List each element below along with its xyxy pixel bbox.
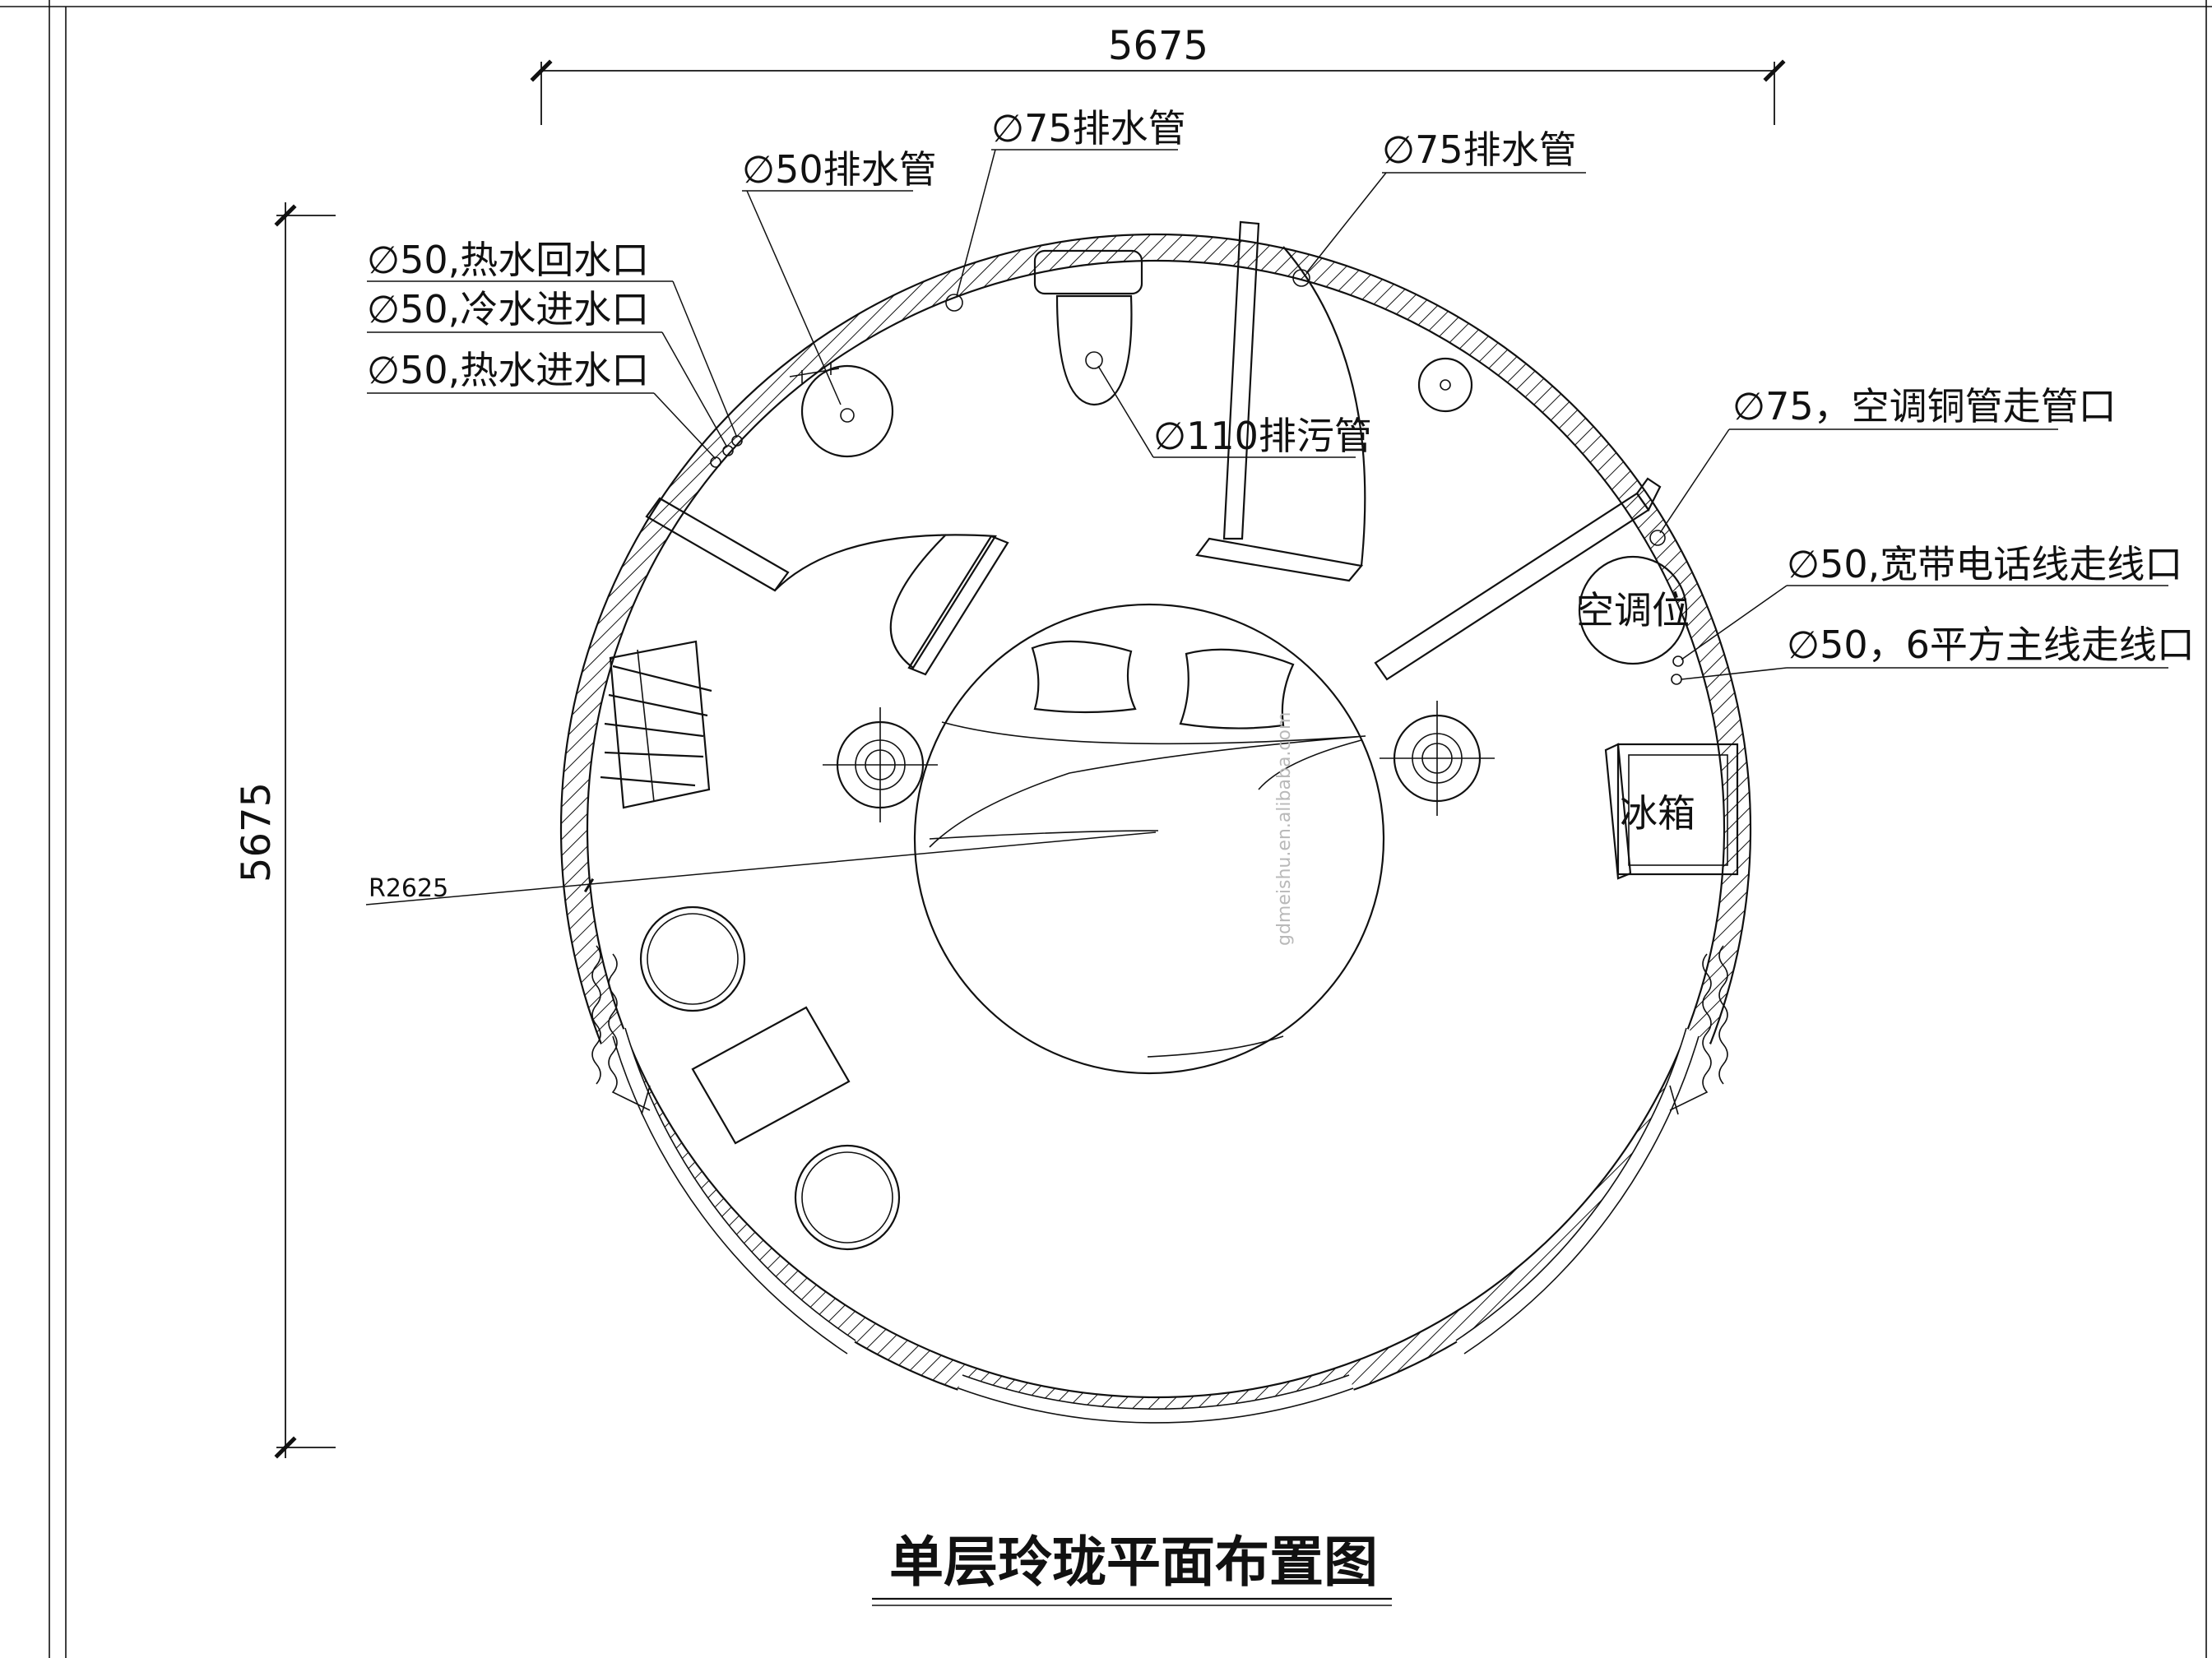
- callout-cold-inlet: ∅50,冷水进水口: [367, 287, 728, 448]
- svg-text:∅75，空调铜管走管口: ∅75，空调铜管走管口: [1732, 384, 2117, 428]
- bed-cover: [929, 721, 1366, 848]
- svg-text:∅110排污管: ∅110排污管: [1153, 414, 1372, 458]
- pipe-ports: [710, 435, 1684, 685]
- bedside-lamps: [823, 701, 1495, 822]
- faucet: [789, 362, 840, 383]
- lamp-left: [823, 707, 938, 822]
- callout-drain75-b: ∅75排水管: [1305, 127, 1586, 274]
- toilet-tank: [1033, 249, 1143, 295]
- radius-label: R2625: [369, 874, 448, 903]
- window-openings: [601, 1027, 1711, 1437]
- watermark: gdmeishu.en.alibaba.com: [1274, 712, 1295, 946]
- svg-text:∅50,冷水进水口: ∅50,冷水进水口: [367, 287, 649, 331]
- bathroom-partitions: [645, 220, 1662, 681]
- callout-hot-inlet: ∅50,热水进水口: [367, 348, 716, 460]
- pillow-right: [1179, 648, 1295, 729]
- lamp-right: [1380, 701, 1495, 816]
- svg-text:∅50，6平方主线走线口: ∅50，6平方主线走线口: [1787, 623, 2195, 667]
- washbasin: [800, 364, 894, 458]
- coffee-table: [691, 1006, 851, 1145]
- callout-hot-return: ∅50,热水回水口: [367, 238, 738, 438]
- callout-sewage110: ∅110排污管: [1097, 365, 1372, 458]
- wardrobe: [600, 640, 712, 809]
- fridge-label: 冰箱: [1620, 791, 1695, 836]
- callout-broadband: ∅50,宽带电话线走线口: [1681, 542, 2182, 660]
- bathroom-fixtures: [789, 249, 1473, 458]
- stool-lower: [794, 1144, 901, 1251]
- drawing-title-text: 单层玲珑平面布置图: [889, 1531, 1378, 1594]
- toilet-bowl: [1055, 294, 1133, 406]
- ac-position: 空调位: [1576, 555, 1690, 665]
- lounge-furniture: [639, 905, 901, 1251]
- svg-text:∅50,宽带电话线走线口: ∅50,宽带电话线走线口: [1787, 542, 2182, 586]
- svg-text:∅50,热水进水口: ∅50,热水进水口: [367, 348, 649, 392]
- svg-text:∅50排水管: ∅50排水管: [742, 147, 937, 192]
- round-bed: [913, 603, 1385, 1075]
- svg-text:∅75排水管: ∅75排水管: [991, 106, 1186, 151]
- radius-annotation: R2625: [365, 831, 1157, 905]
- pillow-left: [1031, 640, 1137, 714]
- svg-text:∅50,热水回水口: ∅50,热水回水口: [367, 238, 649, 282]
- callout-drain50: ∅50排水管: [742, 147, 937, 405]
- fridge: 冰箱: [1604, 743, 1739, 880]
- callout-ac-pipe: ∅75，空调铜管走管口: [1659, 384, 2117, 534]
- drawing-title: 单层玲珑平面布置图: [872, 1531, 1392, 1606]
- stool-upper: [639, 905, 746, 1012]
- svg-text:∅75排水管: ∅75排水管: [1382, 127, 1577, 172]
- callout-drain75-a: ∅75排水管: [956, 106, 1186, 297]
- curtains: [591, 945, 1728, 1115]
- ac-position-label: 空调位: [1576, 588, 1690, 632]
- floor-drain: [1417, 357, 1473, 413]
- callout-main-line: ∅50，6平方主线走线口: [1681, 623, 2195, 680]
